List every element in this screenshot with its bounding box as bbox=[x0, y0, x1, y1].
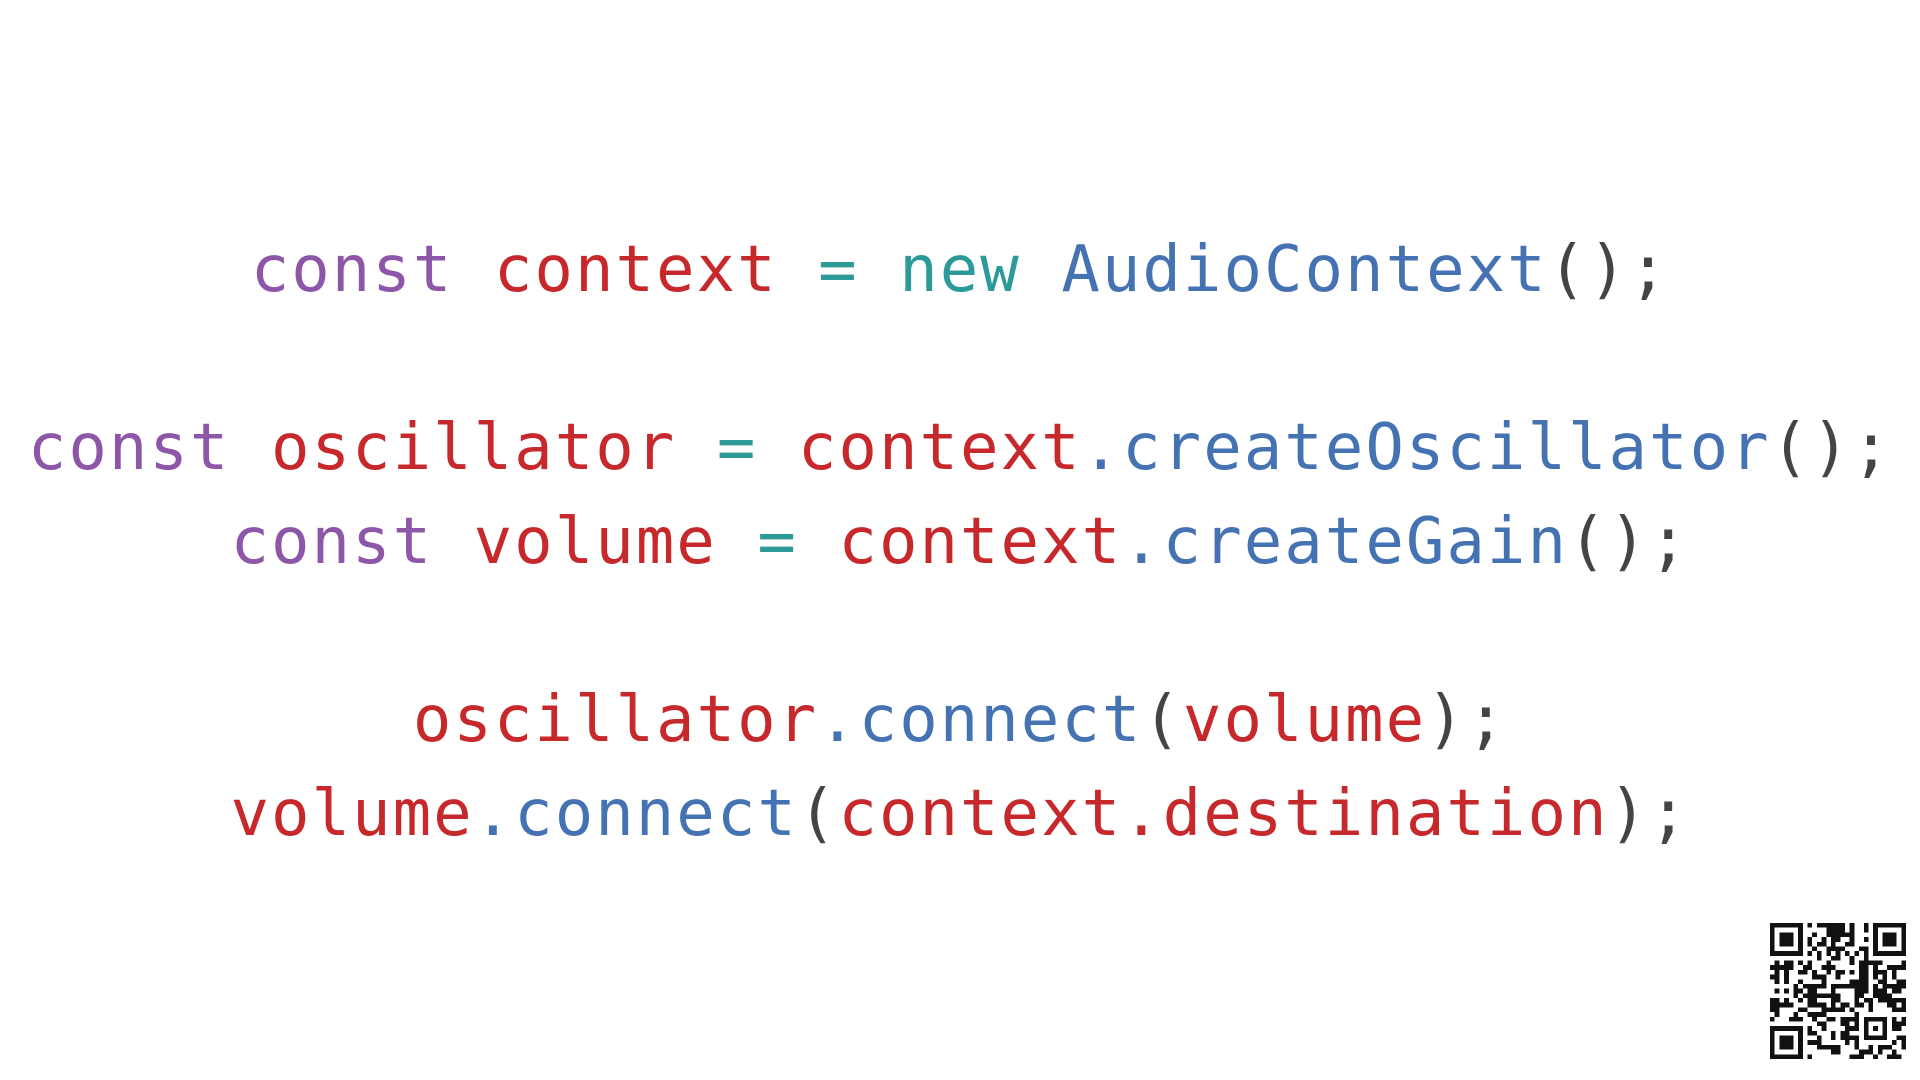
keyword-token: const bbox=[250, 233, 454, 307]
dot-token: . bbox=[818, 683, 859, 757]
dot-token: . bbox=[1122, 505, 1163, 579]
code-line-1: const context = new AudioContext(); bbox=[0, 230, 1920, 310]
dot-token: . bbox=[473, 777, 515, 851]
code-line-4: oscillator.connect(volume); bbox=[0, 680, 1920, 760]
method-token: connect bbox=[858, 683, 1143, 757]
code-line-3: const volume = context.createGain(); bbox=[0, 502, 1920, 582]
argument-object-token: context bbox=[838, 777, 1123, 851]
semicolon-token: ; bbox=[1851, 411, 1893, 485]
operator-token: = bbox=[757, 505, 798, 579]
method-token: createOscillator bbox=[1122, 411, 1771, 485]
parens-token: () bbox=[1567, 505, 1650, 579]
class-token: AudioContext bbox=[1061, 233, 1548, 307]
object-token: volume bbox=[230, 777, 474, 851]
argument-token: volume bbox=[1182, 683, 1427, 757]
open-paren-token: ( bbox=[1142, 683, 1183, 757]
argument-property-token: destination bbox=[1162, 777, 1609, 851]
dot-token: . bbox=[1081, 411, 1123, 485]
object-token: context bbox=[797, 411, 1082, 485]
new-keyword-token: new bbox=[899, 233, 1021, 307]
code-line-2: const oscillator = context.createOscilla… bbox=[0, 408, 1920, 488]
object-token: context bbox=[838, 505, 1123, 579]
code-line-5: volume.connect(context.destination); bbox=[0, 774, 1920, 854]
operator-token: = bbox=[716, 411, 758, 485]
semicolon-token: ; bbox=[1466, 683, 1508, 757]
operator-token: = bbox=[818, 233, 859, 307]
semicolon-token: ; bbox=[1649, 505, 1690, 579]
object-token: oscillator bbox=[412, 683, 819, 757]
variable-token: oscillator bbox=[270, 411, 677, 485]
open-paren-token: ( bbox=[797, 777, 839, 851]
semicolon-token: ; bbox=[1628, 233, 1670, 307]
close-paren-token: ) bbox=[1426, 683, 1467, 757]
variable-token: context bbox=[493, 233, 778, 307]
method-token: createGain bbox=[1162, 505, 1568, 579]
qr-code-icon bbox=[1770, 923, 1906, 1059]
parens-token: () bbox=[1770, 411, 1852, 485]
keyword-token: const bbox=[230, 505, 434, 579]
method-token: connect bbox=[514, 777, 798, 851]
close-paren-token: ) bbox=[1608, 777, 1650, 851]
variable-token: volume bbox=[473, 505, 717, 579]
parens-token: () bbox=[1547, 233, 1629, 307]
semicolon-token: ; bbox=[1649, 777, 1690, 851]
keyword-token: const bbox=[27, 411, 231, 485]
argument-dot-token: . bbox=[1122, 777, 1163, 851]
